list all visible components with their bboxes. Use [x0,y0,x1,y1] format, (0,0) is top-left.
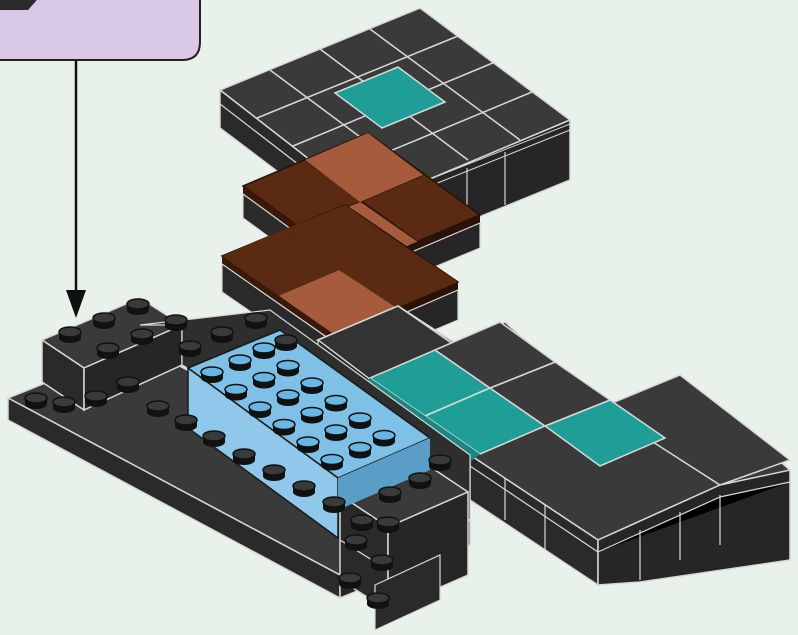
blue-stud [373,431,395,447]
blue-stud [225,385,247,401]
blue-stud [277,390,299,406]
blue-stud [325,425,347,441]
blue-stud [277,361,299,377]
blue-stud [325,396,347,412]
blue-stud [349,413,371,429]
dark-stud [53,397,75,413]
dark-stud [351,515,373,531]
blue-stud [349,443,371,459]
blue-stud [229,355,251,371]
dark-stud [409,473,431,489]
dark-stud [93,313,115,329]
dark-stud [323,497,345,513]
dark-stud [371,555,393,571]
dark-stud [147,401,169,417]
dark-stud [165,315,187,331]
dark-stud [367,593,389,609]
callout-box [0,0,200,60]
dark-stud [97,343,119,359]
blue-stud [273,420,295,436]
pointer-arrow [66,60,86,318]
dark-stud [263,465,285,481]
dark-stud [377,517,399,533]
dark-stud [179,341,201,357]
dark-stud [293,481,315,497]
dark-stud [275,335,297,351]
blue-stud [297,437,319,453]
blue-stud [253,373,275,389]
dark-stud [175,415,197,431]
dark-stud [131,329,153,345]
dark-stud [127,299,149,315]
dark-stud [379,487,401,503]
dark-stud [59,327,81,343]
blue-stud [253,343,275,359]
dark-stud [245,313,267,329]
blue-stud [301,378,323,394]
dark-stud [345,535,367,551]
blue-stud [321,455,343,471]
dark-stud [25,393,47,409]
dark-stud [85,391,107,407]
dark-stud [203,431,225,447]
dark-stud [117,377,139,393]
blue-stud [201,367,223,383]
dark-stud [339,573,361,589]
blue-stud [301,408,323,424]
dark-stud [233,449,255,465]
dark-stud [211,327,233,343]
blue-stud [249,402,271,418]
dark-stud [429,455,451,471]
